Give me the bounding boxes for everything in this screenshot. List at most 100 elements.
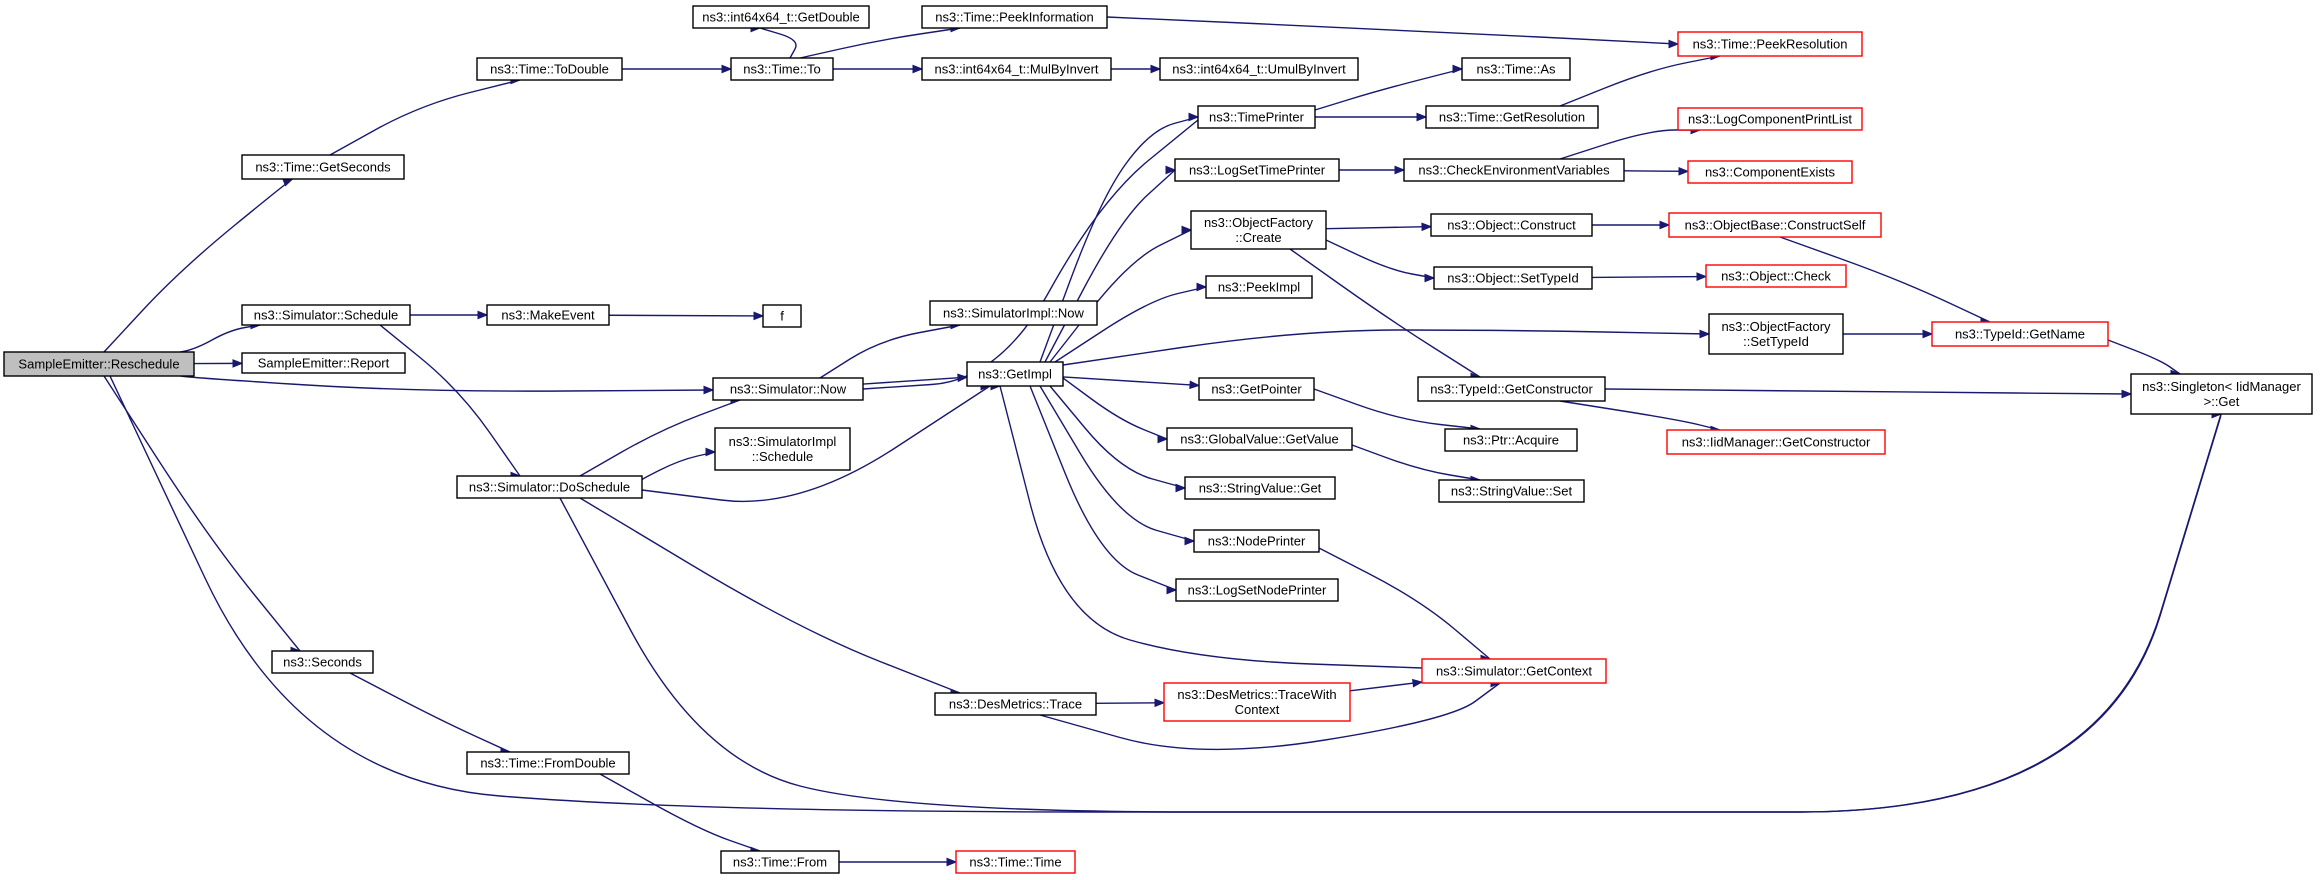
node-box [3,351,195,377]
edge-sim_getcontext-to-getimpl [999,385,1423,669]
node-label: ns3::CheckEnvironmentVariables [1418,163,1610,178]
edge-checkenv-to-logcomponentprintlist [1559,129,1700,160]
node-label: ns3::Time::PeekResolution [1693,37,1848,52]
node-typeid-getname[interactable]: ns3::TypeId::GetName [1931,321,2109,347]
node-seconds[interactable]: ns3::Seconds [271,650,374,674]
node-box [1430,213,1593,237]
node-report[interactable]: SampleEmitter::Report [241,352,406,374]
node-f[interactable]: f [762,304,802,328]
node-nodeprinter[interactable]: ns3::NodePrinter [1193,529,1320,553]
node-peekresolution[interactable]: ns3::Time::PeekResolution [1677,31,1863,57]
edge-fromdouble-to-time_from [599,773,761,852]
node-label: ns3::Object::Check [1721,269,1831,284]
arrowhead-time_getresolution [1416,112,1428,122]
node-object-check[interactable]: ns3::Object::Check [1705,264,1847,288]
arrowhead-typeid_getname [1922,329,1934,339]
edge-objectbase_constructself-to-typeid_getname [1779,236,1991,323]
node-makeevent[interactable]: ns3::MakeEvent [486,304,610,326]
node-logcomponentprintlist[interactable]: ns3::LogComponentPrintList [1677,107,1863,131]
node-getseconds[interactable]: ns3::Time::GetSeconds [241,154,405,180]
node-box [1417,376,1606,402]
node-label: ns3::Simulator::DoSchedule [469,480,630,495]
node-sim-getcontext[interactable]: ns3::Simulator::GetContext [1421,658,1607,684]
node-umulbyinvert[interactable]: ns3::int64x64_t::UmulByInvert [1159,57,1359,81]
node-logsetnodeprinter[interactable]: ns3::LogSetNodePrinter [1175,578,1339,602]
node-box [1184,476,1336,500]
node-label: ::SetTypeId [1743,334,1809,349]
arrowhead-object_check [1696,272,1708,281]
node-box [720,850,840,874]
node-label: ns3::int64x64_t::UmulByInvert [1172,62,1346,77]
edge-seconds-to-fromdouble [349,672,511,753]
node-object-settypeid[interactable]: ns3::Object::SetTypeId [1433,266,1593,290]
node-stringvalue-get[interactable]: ns3::StringValue::Get [1184,476,1336,500]
node-label: ns3::LogSetTimePrinter [1189,163,1326,178]
edge-reschedule-to-seconds [103,375,301,652]
node-int-getdouble[interactable]: ns3::int64x64_t::GetDouble [692,5,870,29]
node-mulbyinvert[interactable]: ns3::int64x64_t::MulByInvert [921,57,1112,81]
node-logsettimeprinter[interactable]: ns3::LogSetTimePrinter [1174,158,1340,182]
node-peekinfo[interactable]: ns3::Time::PeekInformation [921,5,1108,29]
edge-reschedule-to-sim_now [180,375,714,392]
edge-getseconds-to-todouble [329,79,521,156]
node-simimpl-now[interactable]: ns3::SimulatorImpl::Now [929,300,1098,326]
arrowhead-object_settypeid [1424,273,1436,283]
node-sim-now[interactable]: ns3::Simulator::Now [712,377,864,401]
edge-makeevent-to-f [608,314,764,317]
node-box [1677,107,1863,131]
edge-sim_now-to-simimpl_now [819,324,961,379]
node-timeprinter[interactable]: ns3::TimePrinter [1197,105,1316,129]
node-label: ns3::Time::ToDouble [490,62,609,77]
node-time-getresolution[interactable]: ns3::Time::GetResolution [1425,105,1599,129]
node-doschedule[interactable]: ns3::Simulator::DoSchedule [456,475,643,499]
node-objectbase-constructself[interactable]: ns3::ObjectBase::ConstructSelf [1668,212,1882,238]
edge-sim_now-to-getimpl [862,376,968,385]
arrowhead-singleton_get [2121,389,2133,399]
node-label: ns3::StringValue::Get [1199,481,1322,496]
node-label: ns3::DesMetrics::TraceWith [1177,687,1336,702]
node-label: ns3::SimulatorImpl [729,434,837,449]
node-box [1421,658,1607,684]
node-componentexists[interactable]: ns3::ComponentExists [1687,160,1853,184]
node-globalvalue-getvalue[interactable]: ns3::GlobalValue::GetValue [1166,427,1353,451]
node-typeid-getconstructor[interactable]: ns3::TypeId::GetConstructor [1417,376,1606,402]
edge-time_to-to-peekinfo [799,27,961,59]
node-time-time[interactable]: ns3::Time::Time [955,850,1076,874]
arrowhead-sim_getcontext [1412,678,1424,688]
node-box [2130,373,2313,415]
node-singleton-get[interactable]: ns3::Singleton< IidManager >::Get [2130,373,2313,415]
node-checkenv[interactable]: ns3::CheckEnvironmentVariables [1403,158,1625,182]
node-fromdouble[interactable]: ns3::Time::FromDouble [466,751,630,775]
node-label: ns3::ObjectFactory [1204,215,1314,230]
node-time-from[interactable]: ns3::Time::From [720,850,840,874]
node-box [1708,313,1844,355]
node-object-construct[interactable]: ns3::Object::Construct [1430,213,1593,237]
node-label: ns3::Simulator::Schedule [254,308,399,323]
node-box [1205,275,1313,299]
node-ptr-acquire[interactable]: ns3::Ptr::Acquire [1444,428,1578,452]
node-todouble[interactable]: ns3::Time::ToDouble [476,57,623,81]
node-reschedule[interactable]: SampleEmitter::Reschedule [3,351,195,377]
node-desmetrics-trace[interactable]: ns3::DesMetrics::Trace [934,692,1097,716]
node-label: >::Get [2204,394,2240,409]
node-objfactory-settypeid[interactable]: ns3::ObjectFactory::SetTypeId [1708,313,1844,355]
node-sim-schedule[interactable]: ns3::Simulator::Schedule [241,304,411,326]
node-label: ns3::Object::SetTypeId [1447,271,1579,286]
edge-getimpl-to-objfactory_settypeid [1062,329,1710,366]
arrowhead-objfactory_create [1181,225,1193,235]
edge-getimpl-to-getpointer [1062,376,1200,387]
arrowhead-mulbyinvert [912,64,924,74]
arrowhead-getpointer [1189,380,1201,390]
node-iidmanager-getconstructor[interactable]: ns3::IidManager::GetConstructor [1666,429,1886,455]
node-getimpl[interactable]: ns3::GetImpl [966,361,1064,387]
node-getpointer[interactable]: ns3::GetPointer [1198,377,1315,401]
node-time-to[interactable]: ns3::Time::To [730,57,834,81]
node-peekimpl[interactable]: ns3::PeekImpl [1205,275,1313,299]
node-simimpl-schedule[interactable]: ns3::SimulatorImpl::Schedule [714,427,851,471]
arrowhead-logsettimeprinter [1165,165,1177,175]
node-objfactory-create[interactable]: ns3::ObjectFactory::Create [1190,210,1327,250]
node-stringvalue-set[interactable]: ns3::StringValue::Set [1438,479,1585,503]
node-time-as[interactable]: ns3::Time::As [1461,57,1571,81]
